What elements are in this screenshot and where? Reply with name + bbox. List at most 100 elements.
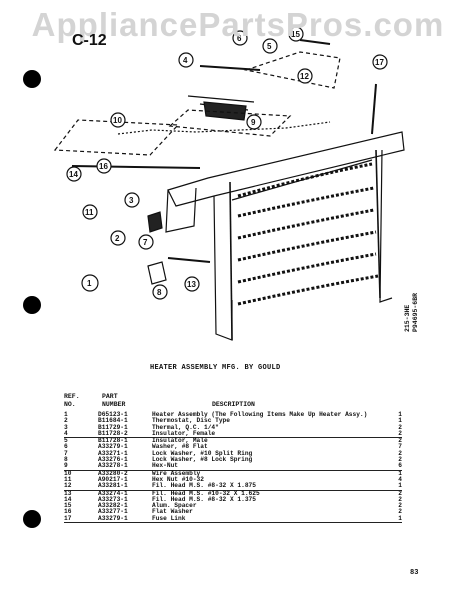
callout-4: 4: [178, 52, 194, 68]
callout-16: 16: [96, 158, 112, 174]
diagram-heading: HEATER ASSEMBLY MFG. BY GOULD: [150, 364, 281, 372]
ref-cell: 6: [64, 443, 68, 451]
callout-7: 7: [138, 234, 154, 250]
svg-text:11: 11: [85, 208, 94, 217]
callout-11: 11: [82, 204, 98, 220]
svg-text:15: 15: [291, 30, 300, 39]
quantity-cell: 1: [388, 483, 402, 491]
ref-cell: 11: [64, 475, 72, 483]
part-number-cell: A33276-1: [98, 456, 128, 464]
svg-text:14: 14: [69, 170, 78, 179]
svg-text:7: 7: [143, 238, 148, 247]
description-cell: Lock Washer, #8 Lock Spring: [152, 456, 253, 464]
binder-hole: [23, 296, 41, 314]
quantity-cell: 2: [398, 456, 402, 464]
description-cell: Insulator, Male: [152, 437, 208, 445]
svg-text:10: 10: [113, 116, 122, 125]
binder-hole: [23, 70, 41, 88]
callout-2: 2: [110, 230, 126, 246]
ref-cell: 10: [64, 469, 72, 477]
quantity-cell: 4: [398, 475, 402, 483]
description-cell: Thermostat, Disc Type: [152, 417, 230, 425]
ref-cell: 4: [64, 430, 98, 439]
ref-cell: 7: [64, 449, 68, 457]
part-number-cell: A33279-1: [98, 443, 128, 451]
part-number-cell: D65123-1: [98, 411, 128, 418]
callout-12: 12: [297, 68, 313, 84]
callout-13: 13: [184, 276, 200, 292]
svg-text:2: 2: [115, 234, 120, 243]
page-number: 83: [410, 569, 419, 577]
ref-cell: 12: [64, 483, 98, 491]
quantity-cell: 2: [398, 449, 402, 457]
svg-text:4: 4: [183, 56, 188, 65]
description-cell: Fil. Head M.S. #8-32 X 1.375: [152, 495, 256, 503]
quantity-cell: 1: [398, 411, 402, 418]
part-number-cell: A33282-1: [98, 502, 128, 510]
binder-hole: [23, 510, 41, 528]
part-number-cell: A33279-1: [98, 515, 152, 524]
ref-cell: 17: [64, 515, 98, 524]
ref-cell: 1: [64, 411, 68, 418]
description-cell: Hex Nut #10-32: [152, 475, 204, 483]
document-code: 215-3HE P94695-6BR: [404, 292, 419, 332]
quantity-cell: 7: [398, 443, 402, 451]
parts-row: 6 A33279-1 Washer, #8 Flat 7: [64, 443, 402, 451]
svg-text:16: 16: [99, 162, 108, 171]
part-number-cell: A33274-1: [98, 489, 128, 497]
callout-1: 1: [81, 274, 99, 292]
description-cell: Wire Assembly: [152, 469, 201, 477]
ref-cell: 14: [64, 495, 72, 503]
callout-3: 3: [124, 192, 140, 208]
svg-text:9: 9: [251, 118, 256, 127]
ref-cell: 8: [64, 456, 68, 464]
description-column-header: DESCRIPTION: [212, 401, 255, 408]
callout-6: 6: [232, 30, 248, 46]
ref-cell: 16: [64, 508, 72, 516]
watermark: AppliancePartsPros.com: [31, 6, 445, 43]
callout-5: 5: [262, 38, 278, 54]
svg-text:12: 12: [300, 72, 309, 81]
quantity-cell: 6: [388, 463, 402, 471]
parts-row: 10 A33280-2 Wire Assembly 1: [64, 470, 402, 477]
quantity-cell: 2: [398, 502, 402, 510]
ref-cell: 3: [64, 423, 68, 431]
part-number-cell: B11728-1: [98, 437, 128, 445]
svg-text:3: 3: [129, 196, 134, 205]
part-number-cell: A33278-1: [98, 463, 152, 471]
callout-10: 10: [110, 112, 126, 128]
svg-text:1: 1: [87, 279, 92, 288]
description-cell: Lock Washer, #10 Split Ring: [152, 449, 253, 457]
part-number-cell: A33280-2: [98, 469, 128, 477]
description-cell: Hex-Nut: [152, 463, 388, 471]
callout-17: 17: [372, 54, 388, 70]
quantity-cell: 2: [398, 489, 402, 497]
description-cell: Fuse Link: [152, 515, 388, 524]
quantity-cell: 2: [388, 430, 402, 439]
parts-row: 8 A33276-1 Lock Washer, #8 Lock Spring 2: [64, 456, 402, 464]
callout-9: 9: [246, 114, 262, 130]
ref-column-header: REF. NO.: [64, 393, 80, 408]
callout-8: 8: [152, 284, 168, 300]
quantity-cell: 1: [398, 469, 402, 477]
svg-text:13: 13: [187, 280, 196, 289]
part-number-cell: B11728-2: [98, 430, 152, 439]
svg-text:17: 17: [375, 58, 384, 67]
callout-15: 15: [288, 26, 304, 42]
description-cell: Washer, #8 Flat: [152, 443, 208, 451]
description-cell: Heater Assembly (The Following Items Mak…: [152, 411, 368, 418]
ref-cell: 13: [64, 489, 72, 497]
quantity-cell: 1: [398, 417, 402, 425]
